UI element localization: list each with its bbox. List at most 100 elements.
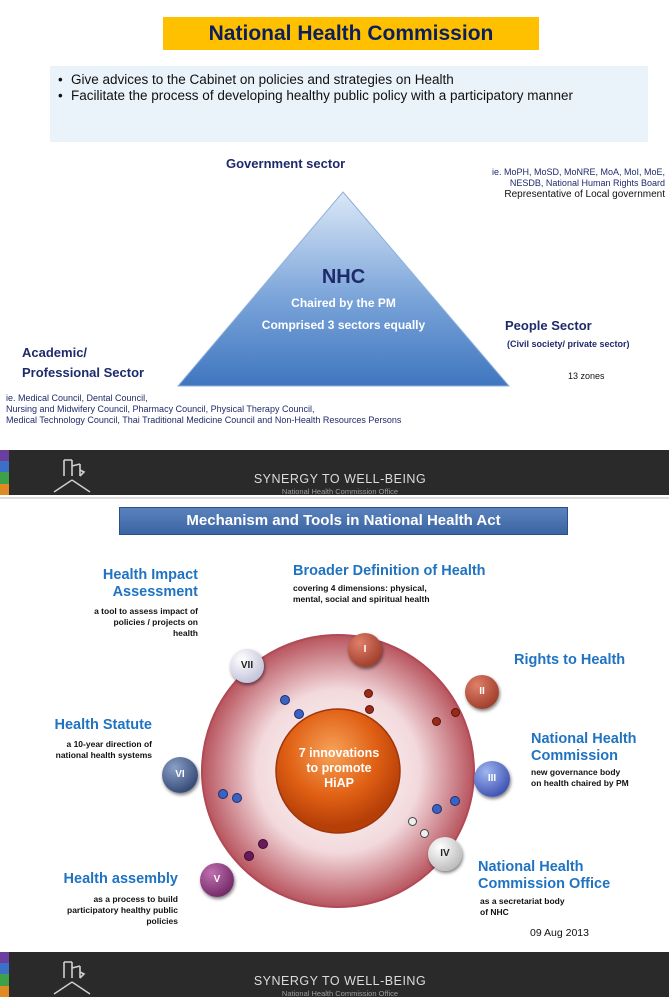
nhc-title: National Health Commission bbox=[531, 731, 637, 765]
orb-vii-hia: VII bbox=[230, 649, 264, 683]
bullet-box: Give advices to the Cabinet on policies … bbox=[50, 66, 648, 142]
nhco-desc-line: of NHC bbox=[480, 907, 509, 917]
hia-title-line: Assessment bbox=[112, 584, 198, 600]
assembly-title: Health assembly bbox=[63, 871, 178, 887]
connector-dot bbox=[244, 851, 254, 861]
slide-national-health-commission: National Health Commission Give advices … bbox=[0, 0, 669, 497]
assembly-desc: as a process to build participatory heal… bbox=[10, 894, 178, 927]
connector-dot bbox=[258, 839, 268, 849]
innovation-ring bbox=[201, 634, 475, 908]
connector-dot bbox=[408, 817, 417, 826]
color-strip bbox=[0, 974, 9, 986]
hia-title: Health Impact Assessment bbox=[50, 567, 198, 601]
assembly-desc-line: participatory healthy public bbox=[67, 905, 178, 915]
triangle-line: Comprised 3 sectors equally bbox=[261, 318, 426, 332]
government-sector-label: Government sector bbox=[226, 156, 346, 171]
connector-dot bbox=[365, 705, 374, 714]
academic-note: ie. Medical Council, Dental Council, Nur… bbox=[6, 393, 661, 426]
slide1-footer: SYNERGY TO WELL-BEING National Health Co… bbox=[0, 450, 669, 496]
footer-tagline: SYNERGY TO WELL-BEING bbox=[253, 974, 427, 988]
color-strip bbox=[0, 461, 9, 472]
connector-dot bbox=[280, 695, 290, 705]
government-note: ie. MoPH, MoSD, MoNRE, MoA, MoI, MoE, NE… bbox=[420, 167, 665, 200]
people-zones: 13 zones bbox=[568, 371, 605, 381]
color-strip bbox=[0, 472, 9, 484]
hia-title-line: Health Impact bbox=[102, 567, 198, 583]
connector-dot bbox=[294, 709, 304, 719]
nhco-logo-icon bbox=[53, 459, 91, 493]
color-strip bbox=[0, 450, 9, 461]
center-line: 7 innovations bbox=[298, 746, 380, 760]
government-note-line: NESDB, National Human Rights Board bbox=[509, 178, 665, 188]
academic-note-line: ie. Medical Council, Dental Council, bbox=[6, 393, 148, 403]
connector-dot bbox=[364, 689, 373, 698]
nhco-title-line: Commission Office bbox=[478, 876, 611, 892]
orb-vi-statute: VI bbox=[162, 757, 198, 793]
government-note-line: ie. MoPH, MoSD, MoNRE, MoA, MoI, MoE, bbox=[491, 167, 665, 177]
broader-desc-line: mental, social and spiritual health bbox=[293, 594, 430, 604]
slide-divider bbox=[0, 497, 669, 499]
slide-mechanism-tools: Mechanism and Tools in National Health A… bbox=[0, 499, 669, 997]
color-strip bbox=[0, 484, 9, 495]
academic-label-line: Academic/ bbox=[22, 345, 88, 360]
nhc-desc-line: new governance body bbox=[531, 767, 621, 777]
color-strip bbox=[0, 952, 9, 963]
connector-dot bbox=[232, 793, 242, 803]
center-line: to promote bbox=[306, 761, 372, 775]
nhc-title-line: National Health bbox=[531, 731, 637, 747]
academic-label-line: Professional Sector bbox=[22, 365, 145, 380]
slide-date: 09 Aug 2013 bbox=[530, 927, 589, 939]
hia-desc: a tool to assess impact of policies / pr… bbox=[30, 606, 198, 639]
connector-dot bbox=[420, 829, 429, 838]
center-innovations: 7 innovations to promote HiAP bbox=[264, 746, 414, 791]
government-note-line: Representative of Local government bbox=[504, 189, 665, 200]
assembly-desc-line: policies bbox=[146, 916, 178, 926]
hia-desc-line: health bbox=[172, 628, 198, 638]
people-sector-sub: (Civil society/ private sector) bbox=[507, 339, 630, 349]
bullet-item: Give advices to the Cabinet on policies … bbox=[58, 72, 640, 88]
orb-iv-nhco: IV bbox=[428, 837, 462, 871]
hia-desc-line: a tool to assess impact of bbox=[94, 606, 198, 616]
connector-dot bbox=[432, 717, 441, 726]
hia-desc-line: policies / projects on bbox=[113, 617, 198, 627]
bullet-item: Facilitate the process of developing hea… bbox=[58, 88, 640, 104]
nhco-title-line: National Health bbox=[478, 859, 584, 875]
nhco-logo-icon bbox=[53, 961, 91, 995]
nhc-triangle bbox=[176, 191, 511, 387]
nhco-title: National Health Commission Office bbox=[478, 859, 610, 893]
orb-v-assembly: V bbox=[200, 863, 234, 897]
center-line: HiAP bbox=[324, 776, 354, 790]
orb-iii-nhc: III bbox=[474, 761, 510, 797]
triangle-title: NHC bbox=[321, 266, 366, 288]
footer-org: National Health Commission Office bbox=[281, 487, 399, 496]
orb-i-broader-definition: I bbox=[348, 633, 382, 667]
footer-tagline: SYNERGY TO WELL-BEING bbox=[253, 472, 427, 486]
slide1-title: National Health Commission bbox=[163, 17, 539, 50]
connector-dot bbox=[432, 804, 442, 814]
color-strip bbox=[0, 986, 9, 997]
academic-sector-label: Academic/ Professional Sector bbox=[22, 343, 144, 383]
people-sector-label: People Sector bbox=[505, 318, 592, 333]
slide2-title: Mechanism and Tools in National Health A… bbox=[119, 507, 568, 535]
orb-ii-rights: II bbox=[465, 675, 499, 709]
rights-title: Rights to Health bbox=[514, 652, 626, 668]
nhco-desc-line: as a secretariat body bbox=[480, 896, 565, 906]
color-strip bbox=[0, 963, 9, 974]
broader-desc-line: covering 4 dimensions: physical, bbox=[293, 583, 427, 593]
statute-desc-line: a 10-year direction of bbox=[66, 739, 152, 749]
footer-org: National Health Commission Office bbox=[281, 989, 399, 997]
nhc-title-line: Commission bbox=[531, 748, 619, 764]
connector-dot bbox=[218, 789, 228, 799]
connector-dot bbox=[450, 796, 460, 806]
nhco-desc: as a secretariat body of NHC bbox=[480, 896, 565, 918]
assembly-desc-line: as a process to build bbox=[93, 894, 178, 904]
statute-desc: a 10-year direction of national health s… bbox=[6, 739, 152, 761]
statute-title: Health Statute bbox=[54, 717, 153, 733]
academic-note-line: Nursing and Midwifery Council, Pharmacy … bbox=[6, 404, 315, 414]
triangle-line: Chaired by the PM bbox=[291, 296, 396, 310]
academic-note-line: Medical Technology Council, Thai Traditi… bbox=[6, 415, 402, 425]
nhc-desc-line: on health chaired by PM bbox=[531, 778, 629, 788]
broader-title: Broader Definition of Health bbox=[293, 563, 486, 579]
nhc-desc: new governance body on health chaired by… bbox=[531, 767, 629, 789]
broader-desc: covering 4 dimensions: physical, mental,… bbox=[293, 583, 430, 605]
